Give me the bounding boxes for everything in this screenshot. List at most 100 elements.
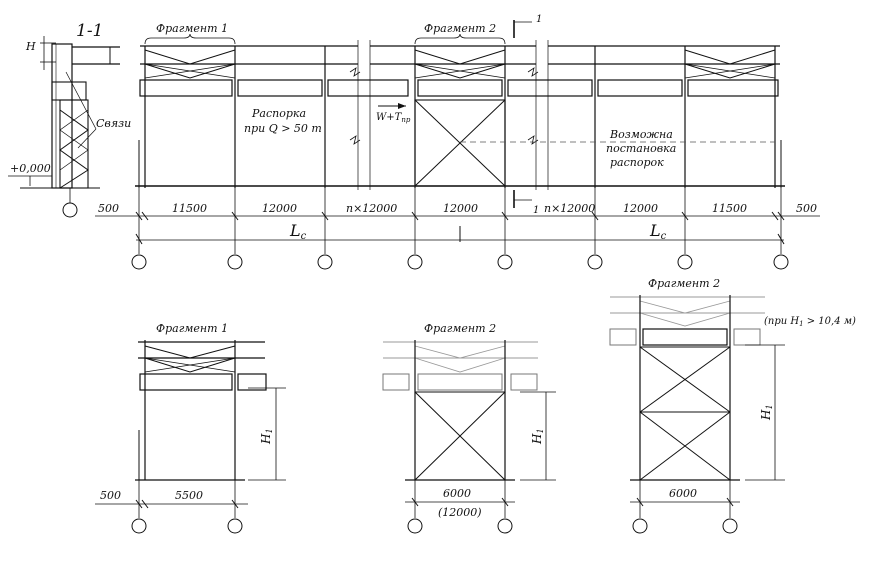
bottom-fragment-2: Фрагмент 2 H1 6000 (12000) (382, 322, 556, 534)
frag1-brace-x2 (144, 63, 236, 79)
crane-beam-6 (597, 79, 683, 97)
bf1-title: Фрагмент 1 (156, 322, 228, 335)
fragment1-label: Фрагмент 1 (156, 22, 228, 35)
crane-beam-5 (507, 79, 593, 97)
frag2-brace-x2 (414, 63, 506, 79)
bottom-fragment-1: Фрагмент 1 H1 500 5500 (95, 322, 286, 534)
end-brace-lower (684, 63, 776, 79)
frag2-brace-upper (414, 49, 506, 65)
axis-bubble-6 (587, 254, 603, 270)
section-mark-top: 1 (536, 14, 542, 25)
bf3-x1b (639, 346, 731, 413)
crane-beam-7 (687, 79, 779, 97)
bf2-dim-span: 6000 (443, 487, 471, 500)
bf2-beam-left (382, 373, 410, 391)
section-axis-bubble (62, 202, 78, 218)
bf3-bubble-2 (722, 518, 738, 534)
dim-3: n×12000 (346, 202, 397, 215)
bf1-bubble-2 (227, 518, 243, 534)
lc-right-label: Lc (649, 221, 667, 242)
force-label: W+Tпр (376, 112, 411, 124)
bf1-dim-left: 500 (100, 489, 121, 502)
gap-left (358, 40, 370, 190)
bf1-dim-span: 5500 (175, 489, 203, 502)
bf1-h-label: H1 (259, 428, 274, 445)
ties-label: Связи (96, 117, 131, 130)
axis-bubble-5 (497, 254, 513, 270)
lower-bracing-zigzag (59, 109, 89, 189)
bf1-brace-lower (144, 357, 236, 373)
dim-6: 12000 (623, 202, 658, 215)
frag1-brace-upper (144, 49, 236, 65)
bf2-beam-right (510, 373, 538, 391)
dim-2: 12000 (262, 202, 297, 215)
dim-1: 11500 (172, 202, 207, 215)
bf3-beam-right (733, 328, 761, 346)
bf3-brace-lower (639, 312, 731, 327)
gap-right (536, 40, 548, 190)
axis-bubble-2 (227, 254, 243, 270)
possible-note-2: постановка (606, 142, 676, 155)
bf1-dim-t2 (141, 499, 149, 509)
bf2-dim-alt: (12000) (438, 506, 482, 519)
section-1-1: 1-1 H Связи +0,000 (8, 21, 131, 218)
axis-bubble-4 (407, 254, 423, 270)
strut-note-1: Распорка (251, 107, 306, 120)
bf3-note: (при H1 > 10,4 м) (764, 316, 856, 328)
section-h-label: H (25, 40, 36, 53)
break-mark-2 (349, 135, 361, 145)
frag2-brace-lower (414, 63, 506, 79)
possible-note-1: Возможна (609, 128, 673, 141)
bf3-bubble-1 (632, 518, 648, 534)
fragment2-brace (414, 33, 506, 45)
grid-axes (138, 188, 782, 254)
bf3-brace-upper (639, 300, 731, 314)
bf2-beam-mid (417, 373, 503, 391)
bf3-beam-mid (642, 328, 728, 346)
bf3-h-label: H1 (759, 404, 774, 421)
bf3-dim-span: 6000 (669, 487, 697, 500)
crane-beam-1 (139, 79, 233, 97)
section-mark-bottom: 1 (533, 205, 539, 216)
crane-beam-3 (327, 79, 409, 97)
bf2-h-label: H1 (530, 428, 545, 445)
bf1-beam-1 (139, 373, 233, 391)
axis-bubble-1 (131, 254, 147, 270)
possible-note-3: распорок (610, 156, 664, 169)
lc-left-label: Lc (289, 221, 307, 242)
bf1-x2 (144, 357, 236, 373)
lower-bracing-zigzag-2 (59, 109, 89, 171)
ties-leader-1 (65, 71, 97, 130)
fragment2-label: Фрагмент 2 (424, 22, 496, 35)
break-mark-3 (527, 67, 539, 77)
end-brace-x2 (684, 63, 776, 79)
end-brace-upper (684, 49, 776, 65)
break-mark-1 (349, 67, 361, 77)
frag1-brace-lower (144, 63, 236, 79)
strut-note-2: при Q > 50 т (244, 122, 322, 135)
dim-0: 500 (98, 202, 119, 215)
dim-5: n×12000 (544, 202, 595, 215)
fragment1-brace (144, 33, 236, 45)
bf2-brace-upper (414, 345, 506, 359)
bf1-brace-upper (144, 345, 236, 359)
bf1-bubble-1 (131, 518, 147, 534)
dim-7: 11500 (712, 202, 747, 215)
bf2-x2 (414, 391, 506, 481)
section-title: 1-1 (76, 21, 103, 41)
axis-bubble-8 (773, 254, 789, 270)
axis-bubble-7 (677, 254, 693, 270)
lower-x-2 (414, 99, 506, 187)
bottom-fragment-3: Фрагмент 2 (при H1 > 10,4 м) H1 6000 (609, 277, 856, 534)
bf2-bubble-2 (497, 518, 513, 534)
bf3-beam-left (609, 328, 637, 346)
axis-bubble-3 (317, 254, 333, 270)
dim-8: 500 (796, 202, 817, 215)
level-label: +0,000 (10, 162, 51, 175)
crane-beam-4 (417, 79, 503, 97)
crane-beam-2 (237, 79, 323, 97)
bf2-bubble-1 (407, 518, 423, 534)
dim-4: 12000 (443, 202, 478, 215)
bf2-title: Фрагмент 2 (424, 322, 496, 335)
